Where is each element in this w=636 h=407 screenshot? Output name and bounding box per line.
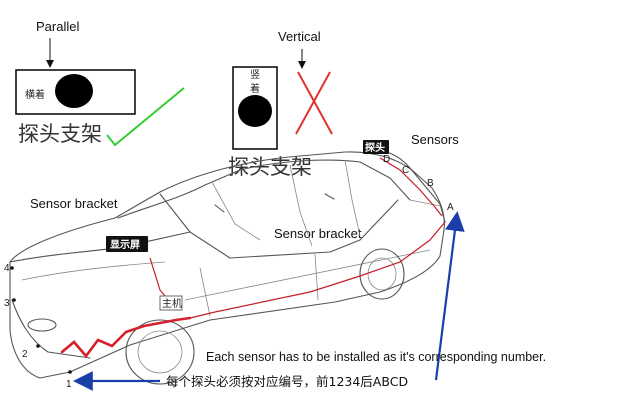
sensor-bracket-label-right: Sensor bracket: [274, 226, 362, 241]
front-sensor-3: 3: [4, 298, 10, 309]
cabin-wire-run: [189, 221, 446, 319]
car-front-wheel: [125, 319, 195, 385]
rear-sensor-c: C: [402, 165, 409, 176]
display-tag: 显示屏: [110, 239, 140, 251]
car-rear-wheel: [359, 248, 405, 300]
probe-tag-box: [363, 140, 389, 154]
front-sensor-dot-2: [36, 344, 40, 348]
wrong-cross-icon: [295, 71, 333, 135]
instruction-arrow-rear: [434, 211, 465, 381]
front-sensor-dot-3: [12, 298, 16, 302]
sensors-label: Sensors: [411, 132, 459, 147]
host-tag: 主机: [162, 297, 182, 310]
car-headlight: [27, 318, 57, 332]
vertical-box-label-top: 竖: [250, 69, 260, 81]
probe-tag: 探头: [365, 141, 385, 154]
front-sensor-dot-4: [10, 266, 14, 270]
bracket-caption-left: 探头支架: [18, 122, 102, 146]
car-rear-rim: [367, 257, 397, 291]
horizontal-sensor-dot: [55, 74, 93, 108]
car-front-bumper: [11, 299, 91, 359]
front-sensor-2: 2: [22, 349, 28, 360]
rear-sensor-a: A: [447, 202, 454, 213]
front-wire-harness: [60, 316, 192, 359]
car-door-seam-rear: [314, 253, 319, 301]
rear-wire-run: [379, 157, 443, 217]
front-sensor-1: 1: [66, 379, 72, 390]
car-front-rim: [137, 330, 183, 374]
car-rear-handle: [324, 193, 335, 200]
instruction-english: Each sensor has to be installed as it's …: [206, 350, 546, 364]
host-tag-box: [159, 295, 183, 311]
bracket-caption-right: 探头支架: [228, 155, 312, 179]
car-b-pillar: [289, 164, 313, 247]
parallel-label: Parallel: [36, 19, 79, 34]
car-door-seam-front: [199, 267, 211, 317]
rear-sensor-d: D: [383, 154, 390, 165]
rear-sensor-b: B: [427, 178, 434, 189]
car-hood-crease: [21, 261, 166, 281]
sensor-bracket-label-left: Sensor bracket: [30, 196, 118, 211]
horizontal-box-label: 横着: [25, 88, 45, 101]
vertical-label: Vertical: [278, 29, 321, 44]
correct-check-icon: [106, 87, 185, 147]
front-sensor-dot-1: [68, 370, 72, 374]
car-trunk-line: [409, 199, 441, 207]
front-sensor-4: 4: [4, 263, 10, 274]
vertical-box-label-bottom: 着: [250, 82, 260, 95]
car-illustration: [9, 149, 446, 385]
car-c-pillar: [344, 159, 361, 237]
car-door-sill: [184, 249, 431, 301]
car-front-handle: [214, 204, 225, 213]
instruction-chinese: 每个探头必须按对应编号，前1234后ABCD: [166, 374, 408, 389]
car-window-line: [159, 193, 399, 259]
car-hood-line: [9, 231, 191, 263]
vertical-sensor-dot: [238, 95, 272, 127]
car-a-pillar: [211, 181, 261, 241]
display-wire: [149, 257, 171, 303]
display-tag-box: [106, 236, 148, 252]
